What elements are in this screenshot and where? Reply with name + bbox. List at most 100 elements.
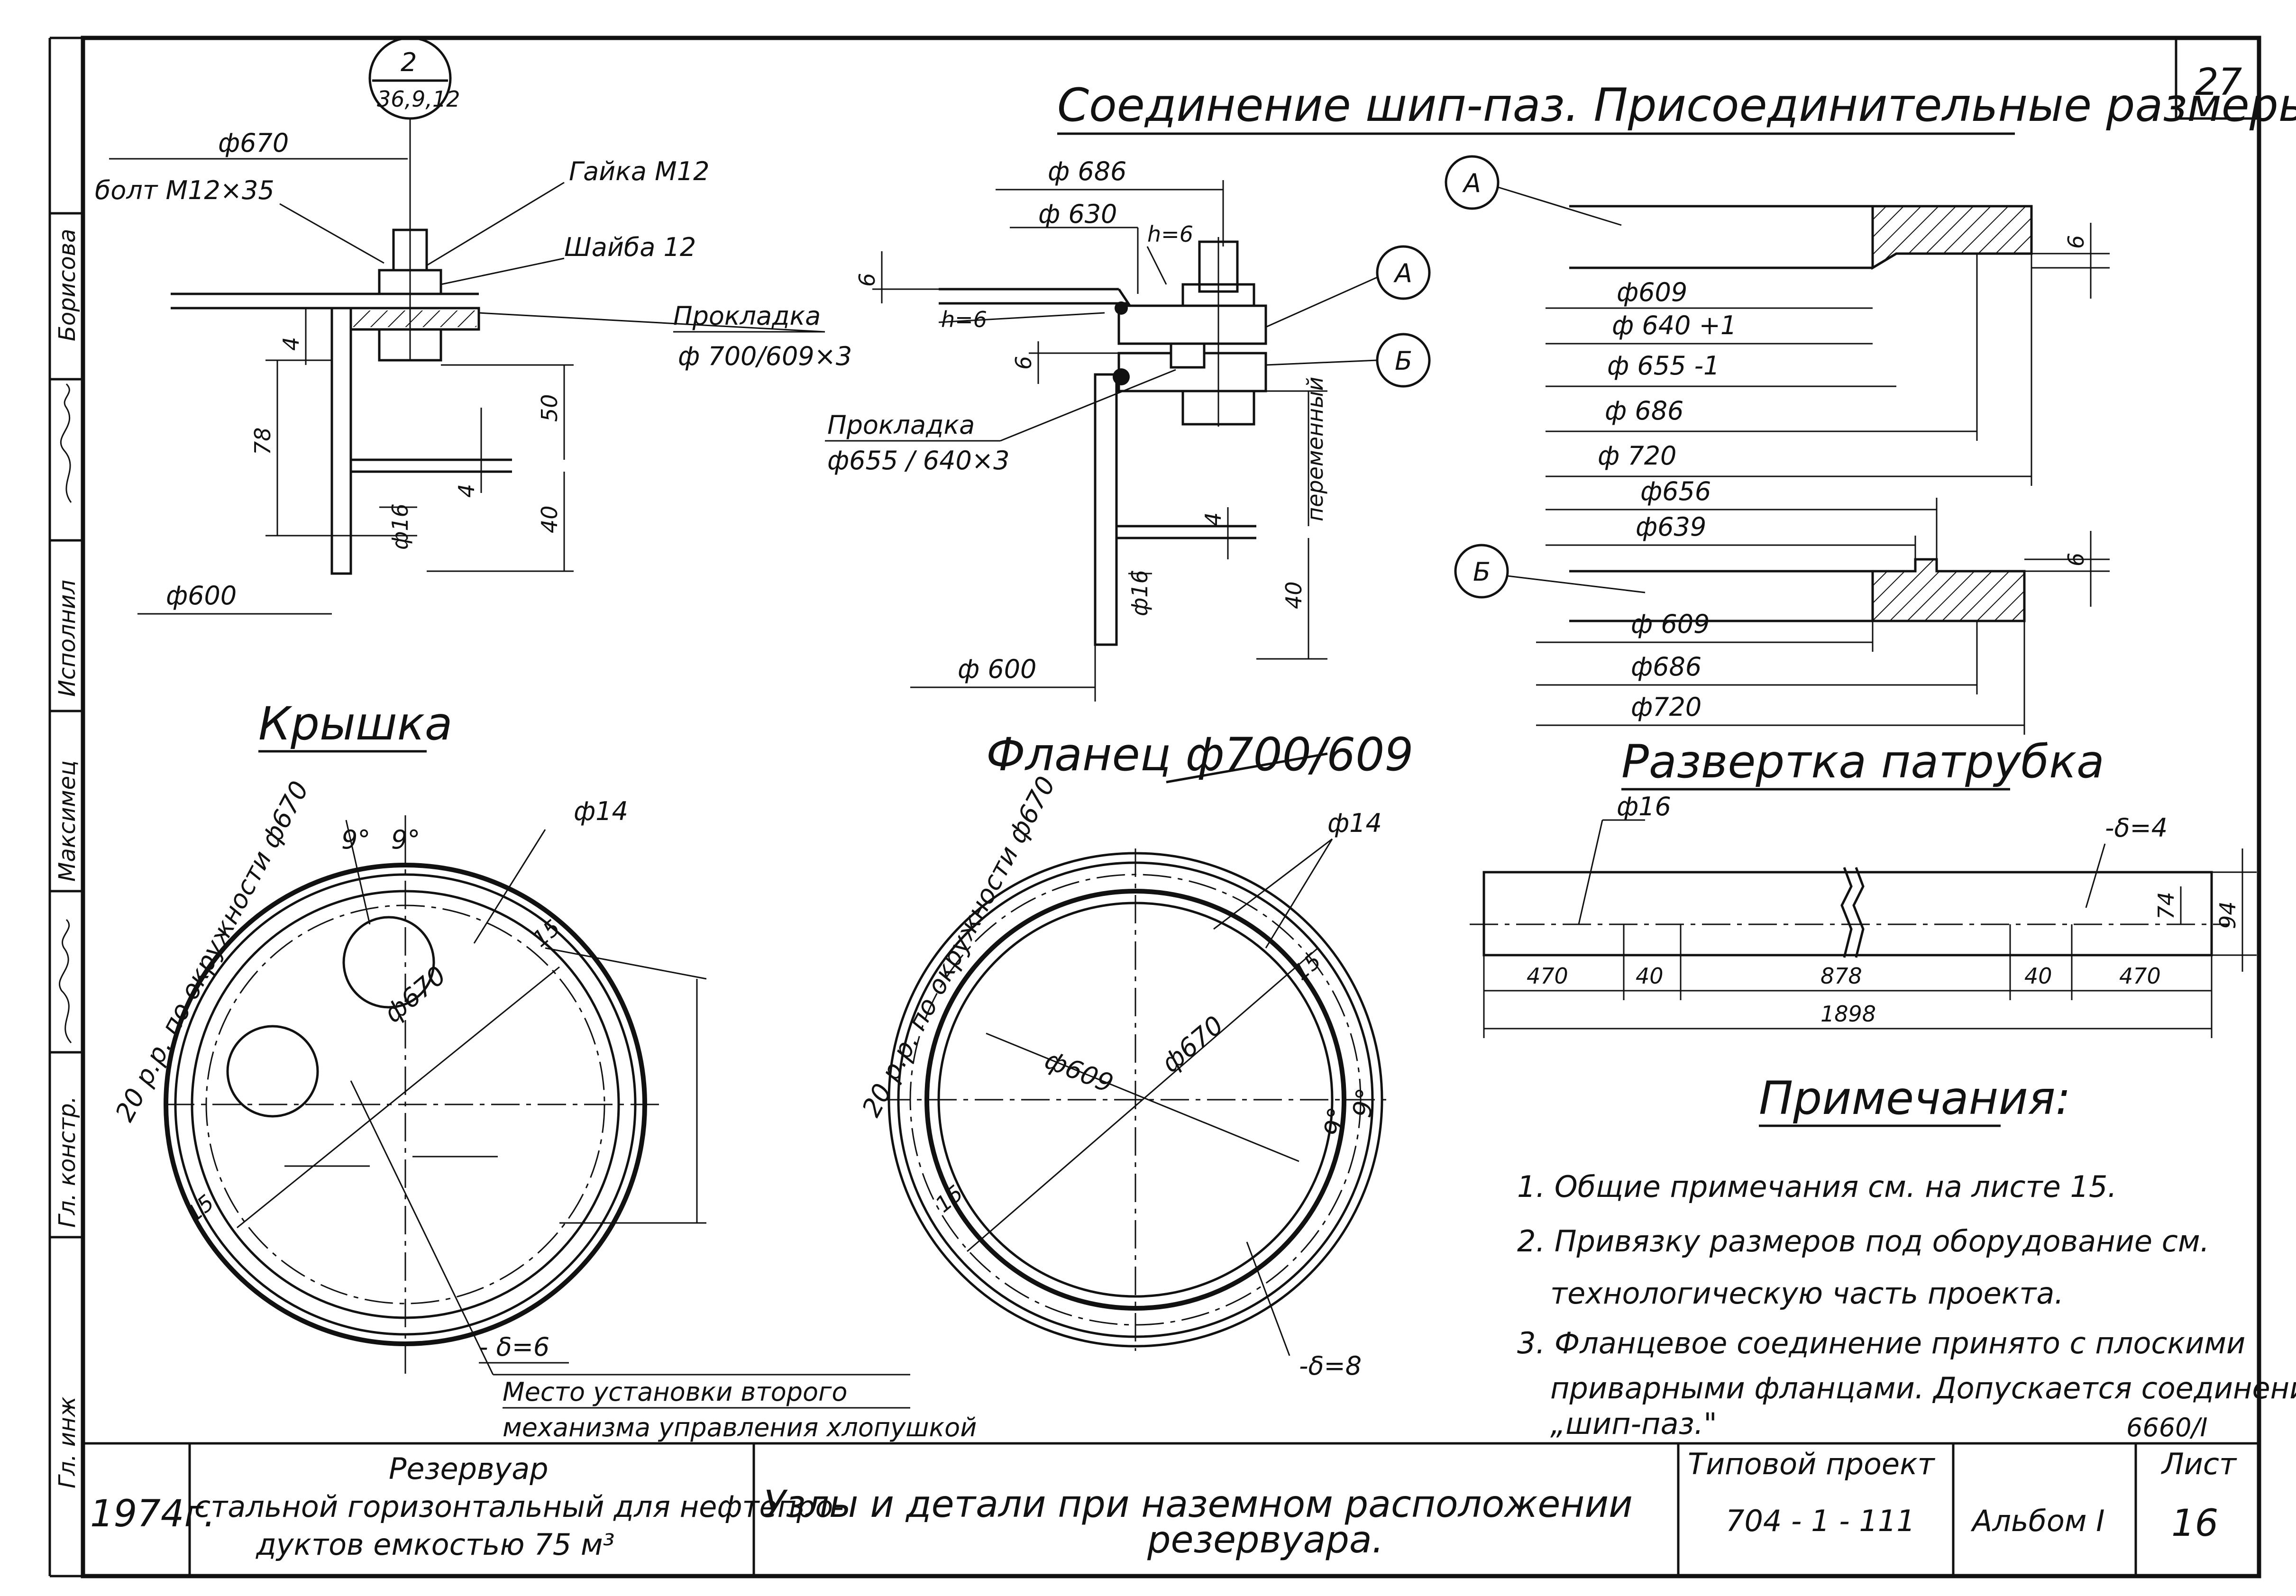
mid-h6b: h=6	[941, 307, 987, 332]
mid-mark-a-circle	[1376, 245, 1431, 300]
left-nut-label: Гайка М12	[569, 156, 709, 186]
development-strip	[1482, 871, 2213, 957]
right-b-bottom-2: ф686	[1631, 652, 1701, 682]
flange-holes-label: 20 р.р. по окружности ф670	[856, 772, 1061, 1122]
left-dim-40: 40	[537, 505, 562, 533]
flange-phi609: ф609	[1041, 1045, 1117, 1099]
flange-dim-15b: 15	[930, 1180, 968, 1217]
right-a-dim-4: ф 686	[1605, 396, 1683, 426]
mid-dim-40: 40	[1281, 581, 1307, 609]
development-dim-2: 40	[1636, 963, 1664, 989]
title-block-sheet-title-2: резервуара.	[1147, 1519, 1384, 1561]
mid-mark-b: Б	[1395, 346, 1412, 376]
development-dim-3: 878	[1820, 963, 1862, 989]
right-node-section: А 6 ф609 ф 640 +1 ф 655 -1 ф 686 ф 720 ф…	[1445, 155, 2110, 735]
side-stamp-name-1: Борисова	[54, 229, 81, 341]
side-stamp: Борисова Исполнил Максимец Гл. констр. Г…	[54, 229, 81, 1488]
flange-drawing: Фланец ф700/609 20 р.р. по окружности ф6…	[856, 728, 1414, 1381]
doc-code: 6660/I	[2126, 1413, 2208, 1442]
note-line-2: 2. Привязку размеров под оборудование см…	[1517, 1224, 2209, 1259]
left-dim-4: 4	[278, 337, 304, 351]
right-dim-6b: 6	[2063, 553, 2089, 566]
callout-top: 2	[401, 47, 417, 77]
notes-title: Примечания:	[1759, 1072, 2071, 1125]
left-dim-4b: 4	[454, 484, 479, 498]
cover-angle-a: 9°	[341, 825, 370, 855]
cover-angle-b: 9°	[391, 825, 420, 855]
mid-phi630: ф 630	[1038, 199, 1117, 229]
flange-dim-15a: 15	[1288, 948, 1326, 985]
right-a-dim-3: ф 655 -1	[1607, 351, 1720, 381]
right-a-dim-1: ф609	[1617, 277, 1687, 307]
development-title: Развертка патрубка	[1621, 735, 2104, 788]
cover-phi14: ф14	[574, 796, 628, 826]
side-stamp-name-4: Гл. констр.	[54, 1096, 81, 1228]
title-block-project-code: 704 - 1 - 111	[1726, 1504, 1915, 1538]
left-node-section: 2 36,9,12 ф670 болт М12×35 Гайка М12 Шай…	[95, 36, 852, 615]
mid-dim-6b: 6	[1011, 356, 1036, 370]
side-stamp-name-3: Максимец	[54, 760, 81, 882]
title-block-sheet-title-1: Узлы и детали при наземном расположении	[763, 1483, 1633, 1526]
mid-gasket-size: ф655 / 640×3	[827, 446, 1009, 475]
left-phi600: ф600	[166, 581, 237, 611]
right-a-dim-2: ф 640 +1	[1612, 310, 1737, 340]
right-dim-6a: 6	[2063, 235, 2089, 249]
development-thickness: -δ=4	[2105, 813, 2168, 843]
left-phi670: ф670	[218, 128, 289, 158]
top-title: Соединение шип-паз. Присоединительные ра…	[1057, 79, 2296, 132]
right-mark-a: А	[1462, 168, 1481, 198]
title-block-object-2: стальной горизонтальный для нефтепро-	[194, 1489, 844, 1524]
right-b-top-2: ф639	[1636, 512, 1706, 542]
right-b-bottom-3: ф720	[1631, 692, 1701, 722]
flange-angle-a: 9°	[1318, 1105, 1353, 1139]
left-dim-78: 78	[250, 427, 275, 455]
title-block-album: Альбом I	[1970, 1504, 2105, 1538]
mid-dim-6a: 6	[854, 273, 880, 287]
cover-thickness: - δ=6	[479, 1332, 549, 1362]
signature-2	[59, 919, 72, 1043]
title-block: 1974г. Резервуар стальной горизонтальный…	[90, 1443, 2237, 1576]
drawing-frame	[48, 36, 2261, 1578]
cover-phi670: ф670	[378, 960, 452, 1029]
title-block-project-label: Типовой проект	[1688, 1447, 1936, 1481]
right-a-dim-5: ф 720	[1598, 441, 1676, 471]
cover-title: Крышка	[258, 697, 453, 750]
development-dim-5: 470	[2119, 963, 2161, 989]
left-gasket-label: Прокладка	[673, 301, 821, 331]
mid-h6a: h=6	[1147, 221, 1193, 247]
development-drawing: Развертка патрубка ф16 -δ=4 74 94 470 40…	[1470, 735, 2257, 1038]
left-phi16: ф16	[387, 503, 413, 550]
development-dim-4: 40	[2024, 963, 2052, 989]
side-stamp-name-5: Гл. инж	[54, 1396, 81, 1488]
left-dim-50: 50	[537, 394, 562, 422]
callout-bottom: 36,9,12	[377, 86, 460, 112]
right-b-top-1: ф656	[1640, 476, 1711, 506]
mid-phi16: ф16	[1127, 570, 1153, 616]
title-block-sheet-label: Лист	[2161, 1447, 2237, 1481]
title-block-year: 1974г.	[90, 1493, 215, 1535]
right-mark-a-circle	[1445, 155, 1500, 210]
mid-phi686: ф 686	[1048, 156, 1126, 186]
cover-place-line2: механизма управления хлопушкой	[503, 1413, 977, 1442]
mid-dim-4: 4	[1200, 512, 1226, 526]
title-block-object-1: Резервуар	[389, 1451, 549, 1486]
development-phi16: ф16	[1617, 792, 1671, 821]
left-bolt-label: болт М12×35	[95, 175, 274, 205]
mid-phi600: ф 600	[958, 654, 1036, 684]
mid-node-section: ф 686 ф 630 h=6 6 h=6 6	[825, 156, 1431, 702]
note-line-5: приварными фланцами. Допускается соедине…	[1550, 1371, 2296, 1405]
right-mark-b-circle	[1454, 544, 1509, 599]
flange-angle-b: 9°	[1347, 1086, 1381, 1120]
development-dim-1: 470	[1527, 963, 1568, 989]
left-washer-label: Шайба 12	[564, 232, 696, 262]
development-total: 1898	[1820, 1001, 1876, 1027]
mid-variable: переменный	[1302, 377, 1328, 521]
signature-1	[60, 383, 72, 503]
right-mark-b: Б	[1473, 557, 1491, 587]
flange-phi14: ф14	[1327, 808, 1382, 838]
note-line-1: 1. Общие примечания см. на листе 15.	[1517, 1169, 2117, 1204]
note-line-6: „шип-паз."	[1550, 1406, 1717, 1441]
mid-gasket-label: Прокладка	[827, 410, 975, 440]
left-gasket-size: ф 700/609×3	[678, 341, 852, 371]
cover-holes-label: 20 р.р. по окружности ф670	[110, 776, 315, 1127]
